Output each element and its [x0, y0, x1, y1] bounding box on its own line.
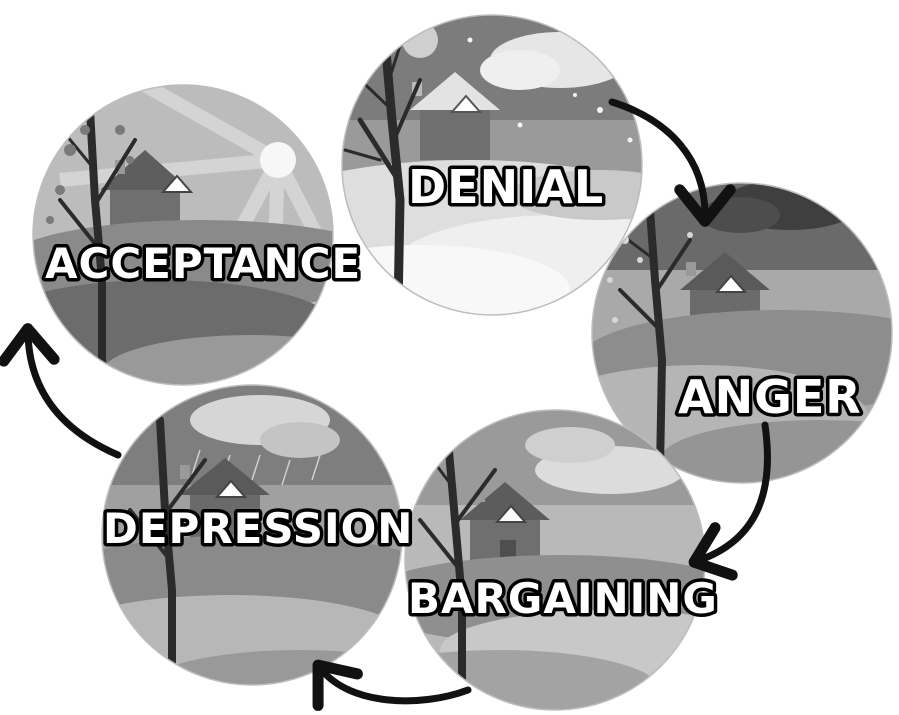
anger-scene — [592, 183, 892, 483]
arrow-denial-to-anger — [608, 98, 736, 227]
leaves-icon — [46, 125, 134, 224]
label-anger: ANGER — [678, 370, 862, 424]
stage-bargaining — [404, 409, 706, 711]
stage-acceptance — [32, 84, 334, 386]
acceptance-scene — [33, 85, 333, 385]
label-acceptance: ACCEPTANCE — [45, 239, 361, 288]
arrow-anger-to-bargaining — [688, 421, 771, 581]
sun-icon — [260, 142, 296, 178]
flow-arrows — [0, 98, 771, 711]
stage-anger — [591, 182, 893, 484]
label-depression: DEPRESSION — [103, 504, 413, 553]
tree-icon — [128, 416, 207, 685]
arrow-depression-to-acceptance — [0, 323, 122, 459]
arrow-bargaining-to-depression — [312, 659, 472, 711]
label-denial: DENIAL — [408, 160, 604, 214]
rain-icon — [191, 449, 321, 486]
label-bargaining: BARGAINING — [408, 574, 718, 623]
bargaining-scene — [405, 410, 705, 710]
